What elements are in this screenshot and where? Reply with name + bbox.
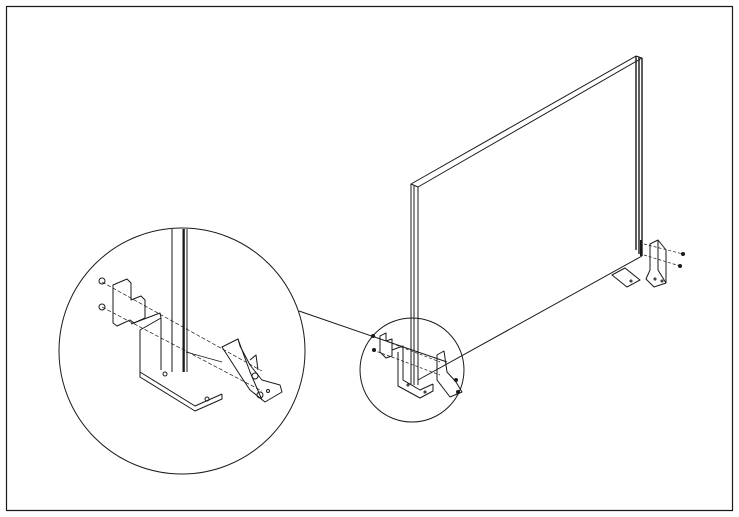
panel (410, 55, 643, 385)
detail-circle-large (58, 227, 306, 475)
leader-line (298, 310, 448, 363)
drawing-frame (5, 5, 734, 512)
detail-circle-small (359, 317, 465, 423)
right-feet (611, 239, 685, 288)
